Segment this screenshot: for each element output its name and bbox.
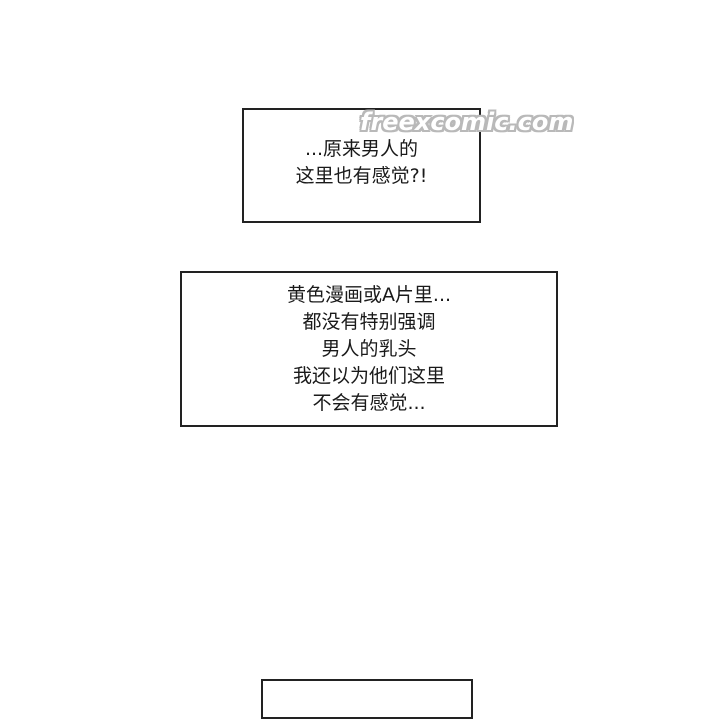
caption-line: 不会有感觉...	[312, 391, 426, 414]
caption-line: 都没有特别强调	[302, 310, 436, 333]
caption-line: ...原来男人的	[304, 137, 419, 160]
watermark: freexcomic.com	[360, 108, 574, 136]
caption-line: 男人的乳头	[321, 337, 417, 360]
caption-box-1: ...原来男人的 这里也有感觉?!	[242, 108, 481, 223]
caption-line: 这里也有感觉?!	[295, 164, 428, 187]
caption-line: 黄色漫画或A片里...	[286, 283, 452, 306]
caption-line: 我还以为他们这里	[292, 364, 445, 387]
caption-box-2: 黄色漫画或A片里... 都没有特别强调 男人的乳头 我还以为他们这里 不会有感觉…	[180, 271, 558, 427]
caption-box-3	[261, 679, 473, 719]
